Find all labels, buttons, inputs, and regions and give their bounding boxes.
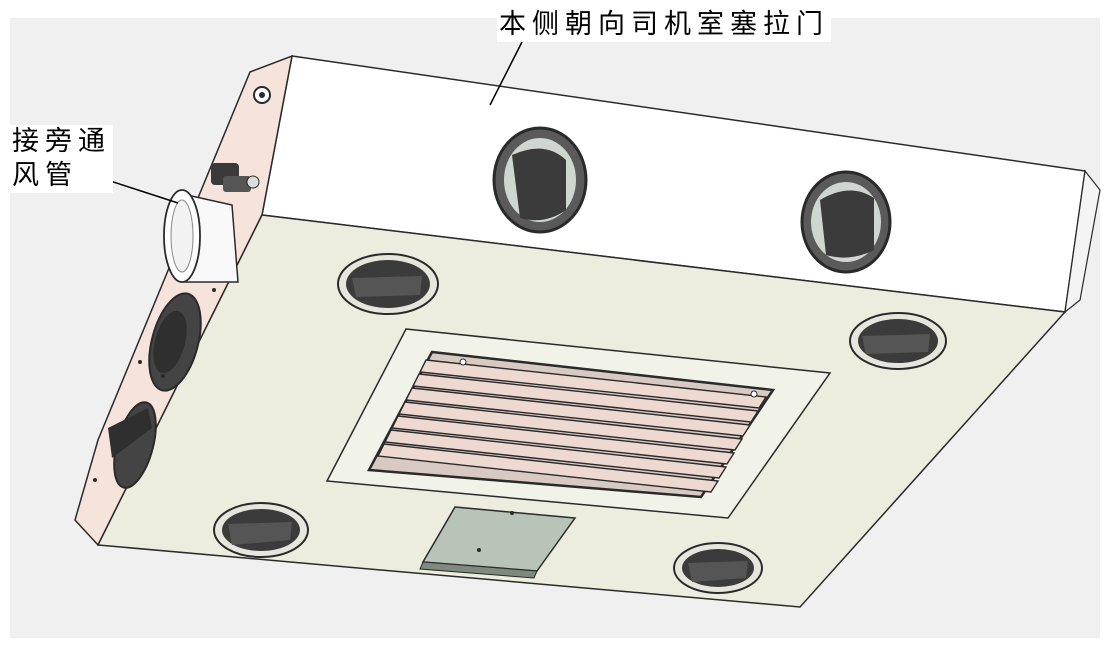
door-side-label: 本侧朝向司机室塞拉门 bbox=[497, 8, 831, 42]
bottom-vent-top-left bbox=[337, 253, 439, 315]
access-panel bbox=[419, 506, 577, 579]
screw-dot bbox=[212, 288, 216, 292]
grille-screw bbox=[459, 358, 467, 366]
front-vent-right bbox=[800, 170, 892, 274]
bottom-vent-top-right bbox=[849, 312, 947, 370]
front-vent-left bbox=[492, 126, 588, 234]
screw-dot bbox=[161, 374, 165, 378]
grille-screw bbox=[750, 390, 758, 398]
bypass-duct-pipe bbox=[163, 189, 239, 283]
leader-line-door-side bbox=[489, 41, 523, 106]
knob-fitting bbox=[211, 163, 260, 192]
keyhole-bracket bbox=[253, 86, 271, 104]
right-end-face bbox=[1064, 169, 1101, 314]
bypass-duct-label-line1: 接旁通 bbox=[12, 126, 111, 157]
bottom-vent-bottom-left bbox=[213, 502, 309, 558]
bottom-vent-bottom-right bbox=[673, 542, 763, 594]
screw-dot bbox=[138, 360, 142, 364]
screw-dot bbox=[93, 478, 97, 482]
bypass-duct-label: 接旁通 风管 bbox=[10, 125, 113, 193]
side-outlet-upper bbox=[148, 292, 202, 392]
bypass-duct-label-line2: 风管 bbox=[12, 160, 78, 191]
grille-slats bbox=[376, 359, 768, 493]
side-outlet-lower bbox=[108, 401, 157, 489]
